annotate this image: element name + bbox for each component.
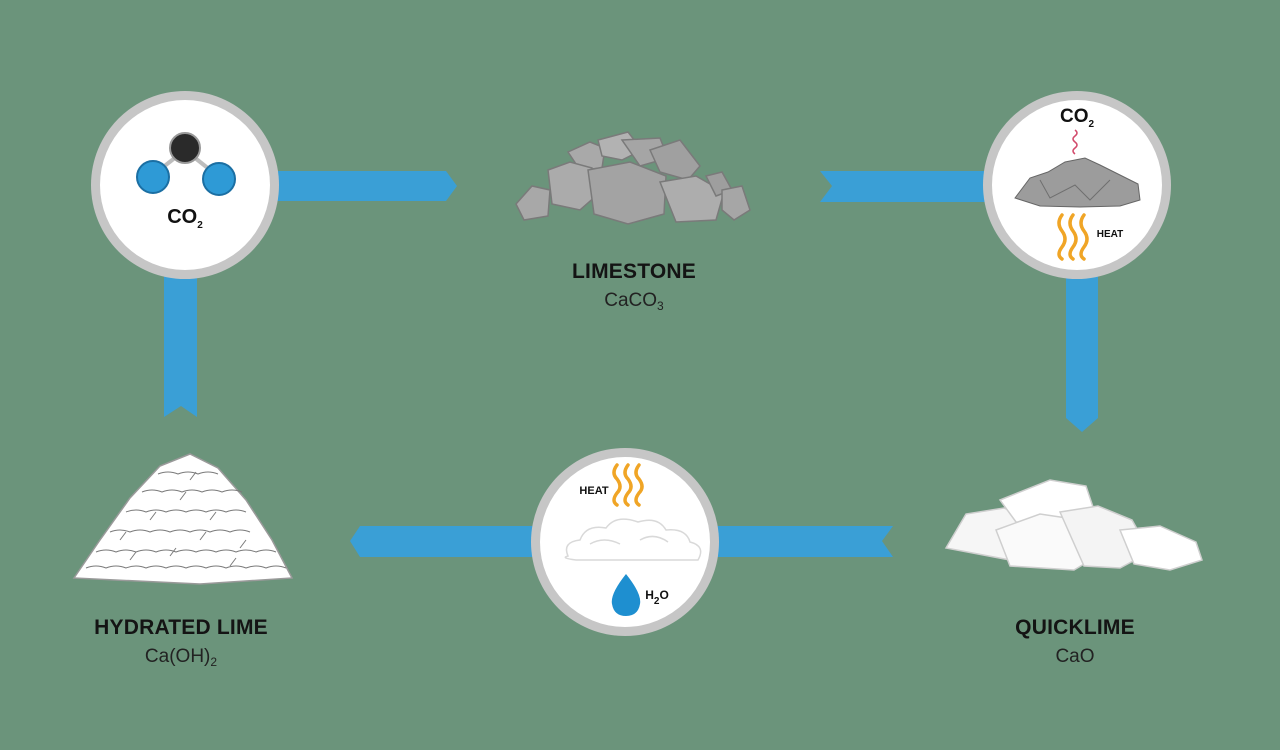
hydrated-lime-formula: Ca(OH)2 xyxy=(144,646,218,669)
hydrated-lime-name: HYDRATED LIME xyxy=(94,616,268,639)
steam-cloud-icon xyxy=(564,518,702,561)
arrow-quicklime-to-hydration xyxy=(712,526,893,557)
arrow-limestone-to-quicklime xyxy=(820,171,990,202)
quicklime-name: QUICKLIME xyxy=(1015,616,1135,639)
arrow-quicklime-down xyxy=(1066,270,1098,432)
arrow-hydration-to-hydrated-lime xyxy=(350,526,546,557)
arrow-hydrated-lime-up xyxy=(164,260,197,417)
water-label: H2O xyxy=(645,588,669,607)
limestone-name: LIMESTONE xyxy=(572,260,696,283)
limestone-label: LIMESTONE CaCO3 xyxy=(572,260,696,313)
water-drop-icon xyxy=(611,574,641,616)
co2-release-label: CO2 xyxy=(1059,106,1095,130)
co2-capture-label: CO2 xyxy=(167,206,203,231)
co2-molecule-icon xyxy=(136,132,236,196)
calcination-circle xyxy=(983,91,1171,279)
gas-release-icon xyxy=(1072,129,1078,155)
hydrated-lime-label: HYDRATED LIME Ca(OH)2 xyxy=(94,616,268,669)
quicklime-label: QUICKLIME CaO xyxy=(1015,616,1135,669)
hydrated-lime-pile-icon xyxy=(72,453,294,585)
heat-waves-icon xyxy=(612,463,644,507)
calcination-heat-label: HEAT xyxy=(1096,229,1124,240)
hydration-circle xyxy=(531,448,719,636)
arrow-co2-to-limestone xyxy=(270,171,457,201)
co2-capture-circle xyxy=(91,91,279,279)
quicklime-pile-icon xyxy=(944,479,1203,571)
heat-waves-icon xyxy=(1057,213,1089,261)
limestone-small-icon xyxy=(1014,157,1141,208)
limestone-rocks-icon xyxy=(515,131,751,225)
limestone-formula: CaCO3 xyxy=(604,290,664,313)
hydration-heat-label: HEAT xyxy=(579,485,609,497)
quicklime-formula: CaO xyxy=(1055,646,1095,667)
